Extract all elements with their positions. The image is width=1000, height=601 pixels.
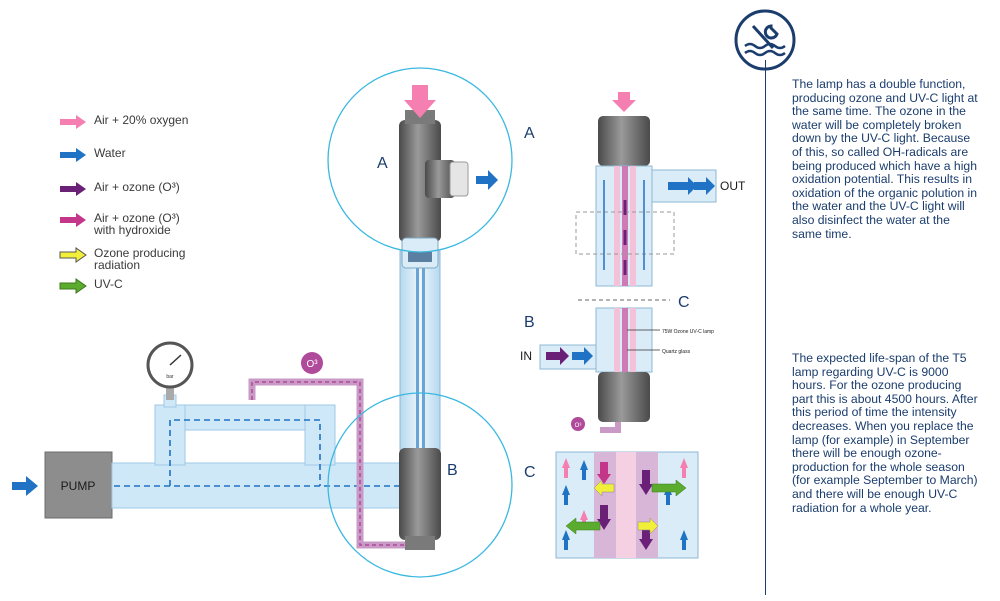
pump-label: PUMP	[61, 479, 96, 493]
legend-label: Water	[94, 146, 126, 160]
yellow-arrow-icon	[59, 247, 87, 263]
magenta-arrow-icon	[60, 213, 86, 227]
pink-arrow-icon	[60, 115, 86, 129]
ozone-return-line: O³	[248, 352, 418, 549]
legend-label: Air + ozone (O³)	[94, 180, 180, 194]
zoom-circle-b	[327, 392, 513, 578]
zoom-circle-a	[327, 67, 513, 253]
legend-item: Air + 20% oxygen	[58, 114, 188, 130]
legend-item: Water	[58, 147, 126, 163]
description-paragraph-2: The expected life-span of the T5 lamp re…	[792, 351, 978, 515]
section-b-right: B	[524, 314, 535, 331]
detail-c	[555, 451, 699, 559]
legend-label: Air + 20% oxygen	[94, 113, 189, 127]
pump-box	[44, 451, 113, 519]
blue-arrow-icon	[60, 148, 86, 162]
in-label: IN	[520, 349, 532, 363]
info-panel: The lamp has a double function, producin…	[734, 0, 1000, 601]
wrench-water-icon	[734, 9, 796, 71]
inlet-arrow	[12, 476, 38, 496]
detail-b: O³	[539, 307, 660, 433]
pressure-gauge: bar	[146, 341, 194, 400]
legend-item: Air + ozone (O³) with hydroxide	[58, 212, 180, 236]
section-b-left: B	[447, 462, 458, 479]
green-arrow-icon	[59, 278, 87, 294]
section-c-mid: C	[678, 294, 690, 311]
section-c-bottom: C	[524, 464, 536, 481]
purple-arrow-icon	[60, 182, 86, 196]
lamp-label: 75W Ozone UV-C lamp	[662, 329, 714, 335]
reactor-unit	[399, 85, 498, 550]
description-paragraph-1: The lamp has a double function, producin…	[792, 77, 978, 241]
legend-item: UV-C	[58, 278, 123, 294]
gauge-unit: bar	[166, 374, 174, 380]
legend-item: Ozone producing radiation	[58, 247, 185, 271]
detail-a	[575, 92, 717, 287]
legend-label: UV-C	[94, 277, 123, 291]
ozone-small-badge: O³	[575, 423, 582, 429]
section-a-right: A	[524, 125, 535, 142]
quartz-label: Quartz glass	[662, 349, 691, 355]
legend-item: Air + ozone (O³)	[58, 181, 180, 197]
ozone-badge: O³	[306, 359, 318, 370]
water-pipes	[111, 394, 413, 509]
legend-label: Air + ozone (O³) with hydroxide	[94, 211, 180, 237]
panel-divider	[765, 60, 766, 595]
section-a-left: A	[377, 155, 388, 172]
out-label: OUT	[720, 179, 746, 193]
legend-label: Ozone producing radiation	[94, 246, 186, 272]
